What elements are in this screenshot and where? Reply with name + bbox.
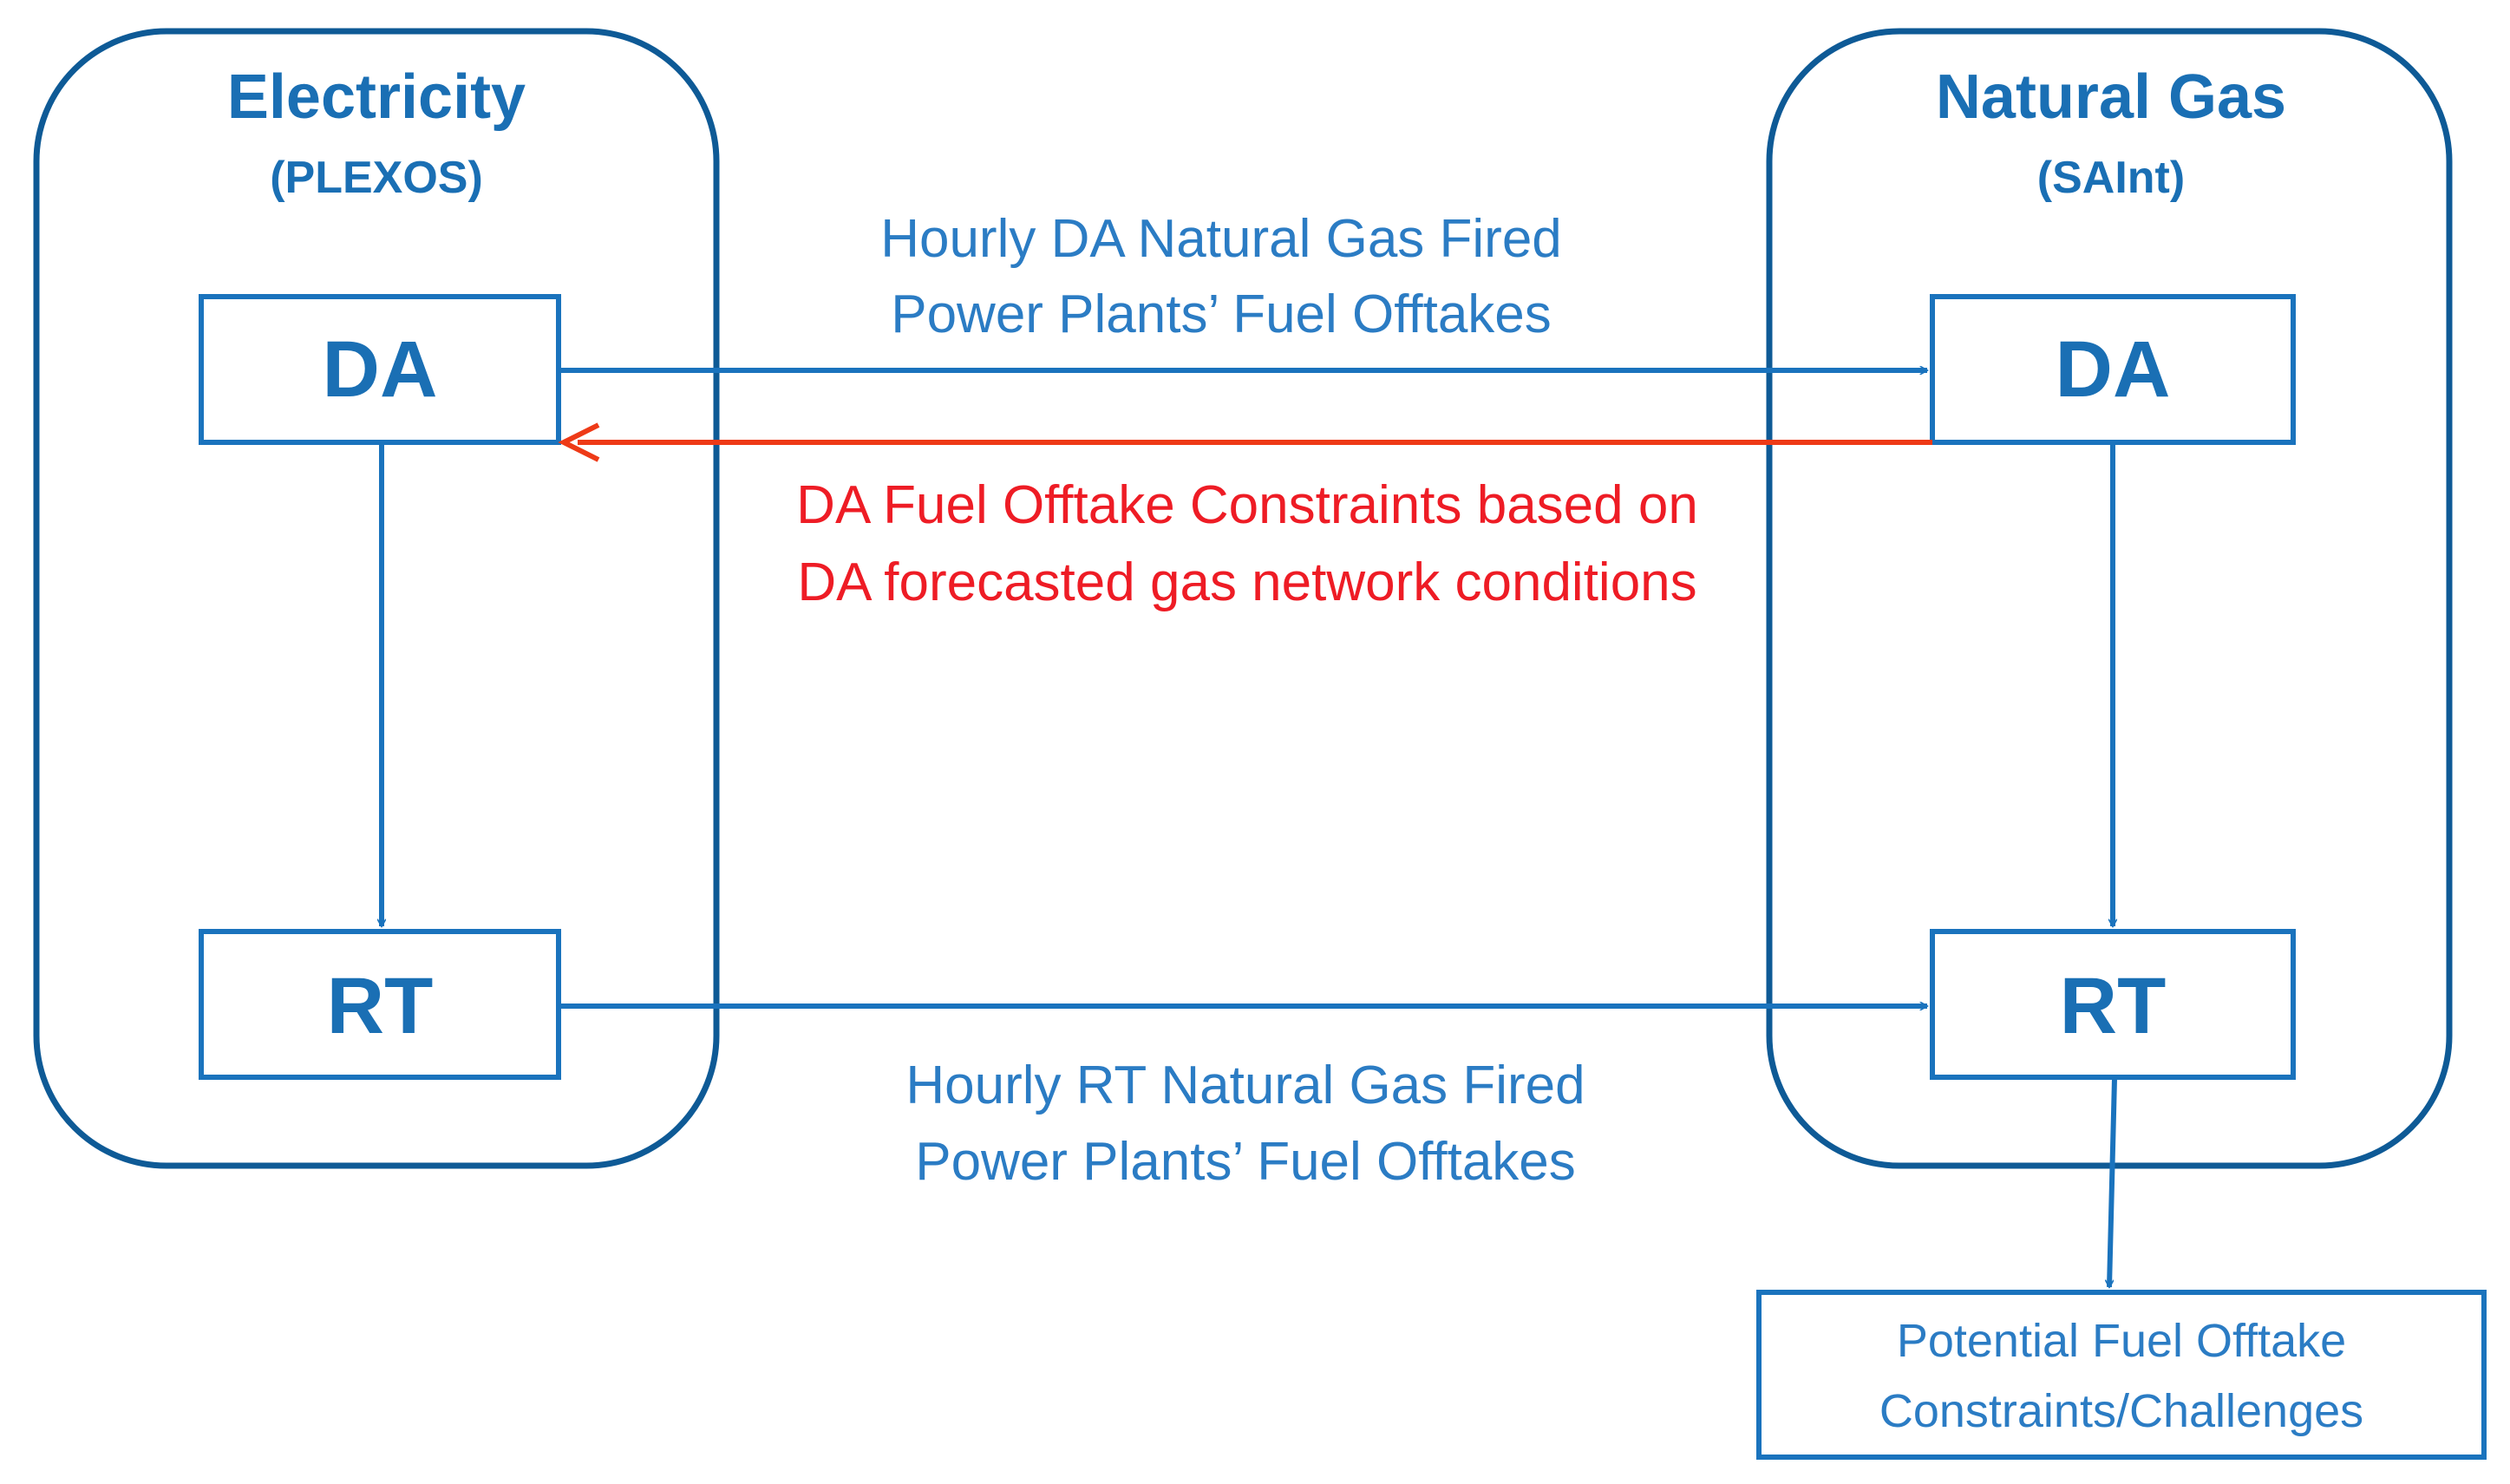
- outcome-line1: Potential Fuel Offtake: [1897, 1315, 2346, 1367]
- gas-rt-label: RT: [2060, 962, 2167, 1050]
- electricity-container: [33, 28, 720, 1169]
- electricity-da-label: DA: [323, 325, 438, 414]
- da-feedback-label-line1: DA Fuel Offtake Constraints based on: [796, 475, 1698, 535]
- gas-da-label: DA: [2056, 325, 2171, 414]
- arrow-gas-rt-to-outcome: [2109, 1078, 2117, 1287]
- electricity-title: Electricity: [227, 62, 526, 132]
- gas-container: [1766, 28, 2453, 1169]
- gas-rt-box: [1930, 929, 2296, 1080]
- outcome-box: [1756, 1290, 2487, 1460]
- gas-subtitle: (SAInt): [2037, 153, 2185, 203]
- rt-forward-label-line1: Hourly RT Natural Gas Fired: [905, 1056, 1585, 1115]
- arrow-da-feedback-head: [558, 422, 600, 462]
- gas-title: Natural Gas: [1936, 62, 2286, 132]
- outcome-line2: Constraints/Challenges: [1879, 1385, 2363, 1437]
- da-forward-label-line2: Power Plants’ Fuel Offtakes: [891, 284, 1552, 344]
- da-forward-label-line1: Hourly DA Natural Gas Fired: [880, 209, 1562, 269]
- da-feedback-label-line2: DA forecasted gas network conditions: [797, 552, 1696, 612]
- electricity-da-box: [199, 294, 561, 445]
- electricity-rt-label: RT: [327, 962, 434, 1050]
- electricity-rt-box: [199, 929, 561, 1080]
- gas-da-box: [1930, 294, 2296, 445]
- electricity-subtitle: (PLEXOS): [270, 153, 483, 203]
- rt-forward-label-line2: Power Plants’ Fuel Offtakes: [915, 1132, 1576, 1192]
